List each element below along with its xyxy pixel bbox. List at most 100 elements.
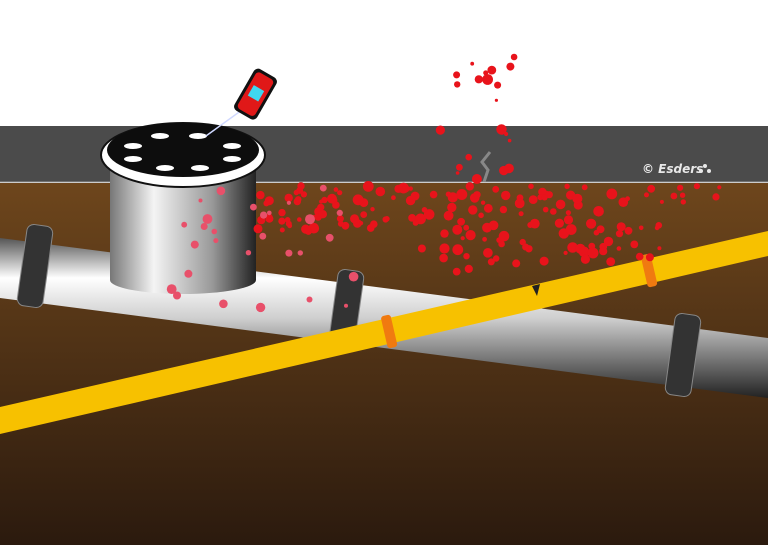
gas-bubble bbox=[487, 65, 497, 75]
gas-bubble bbox=[507, 138, 512, 143]
gas-bubble bbox=[616, 222, 626, 232]
gas-bubble bbox=[263, 200, 270, 207]
gas-bubble bbox=[541, 194, 548, 201]
gas-bubble bbox=[297, 217, 302, 222]
gas-bubble bbox=[166, 284, 177, 294]
gas-bubble bbox=[470, 61, 475, 66]
gas-bubble bbox=[297, 182, 305, 190]
gas-bubble bbox=[483, 203, 493, 213]
gas-detector-device bbox=[205, 68, 277, 137]
gas-bubble bbox=[305, 214, 315, 225]
gas-bubble bbox=[616, 246, 622, 251]
gas-bubble bbox=[659, 199, 664, 204]
gas-bubble bbox=[286, 200, 291, 205]
gas-bubble bbox=[293, 189, 299, 196]
gas-bubble bbox=[717, 185, 722, 190]
gas-bubble bbox=[606, 188, 618, 200]
gas-bubble bbox=[638, 225, 644, 231]
gas-bubble bbox=[417, 244, 426, 253]
gas-bubble bbox=[447, 202, 457, 213]
gas-bubble bbox=[452, 267, 461, 276]
gas-bubble bbox=[624, 226, 633, 235]
gas-bubble bbox=[677, 184, 684, 191]
gas-bubble bbox=[200, 223, 208, 230]
gas-bubble bbox=[318, 210, 327, 219]
gas-bubble bbox=[325, 233, 334, 242]
gas-bubble bbox=[408, 214, 416, 222]
gas-bubble bbox=[655, 222, 663, 229]
gas-bubble bbox=[336, 215, 344, 223]
gas-bubble bbox=[488, 220, 499, 231]
gas-bubble bbox=[184, 269, 193, 278]
gas-bubble bbox=[499, 205, 508, 214]
gas-bubble bbox=[494, 81, 502, 89]
gas-bubble bbox=[464, 264, 473, 273]
gas-bubble bbox=[421, 207, 428, 213]
gas-bubble bbox=[259, 232, 267, 240]
gas-bubble bbox=[468, 205, 478, 215]
gas-bubble bbox=[518, 211, 524, 217]
gas-bubble bbox=[680, 199, 686, 205]
gas-bubble bbox=[542, 206, 549, 213]
gas-bubble bbox=[487, 258, 495, 266]
gas-bubble bbox=[370, 207, 375, 212]
gas-bubble bbox=[202, 214, 213, 224]
gas-bubble bbox=[528, 183, 534, 190]
gas-bubble bbox=[510, 53, 518, 61]
gas-bubble bbox=[522, 243, 530, 251]
gas-bubble bbox=[333, 187, 339, 192]
gas-bubble bbox=[260, 211, 268, 219]
gas-bubbles bbox=[166, 53, 722, 313]
gas-bubble bbox=[581, 184, 588, 191]
gas-bubble bbox=[460, 236, 465, 241]
gas-pipe bbox=[0, 231, 768, 434]
gas-bubble bbox=[494, 98, 498, 102]
gas-bubble bbox=[284, 193, 293, 203]
gas-bubble bbox=[496, 124, 507, 135]
gas-bubble bbox=[439, 243, 450, 254]
gas-bubble bbox=[463, 224, 470, 231]
gas-bubble bbox=[499, 165, 509, 176]
gas-bubble bbox=[445, 191, 452, 197]
gas-bubble bbox=[514, 198, 525, 209]
gas-bubble bbox=[565, 210, 572, 216]
gas-bubble bbox=[615, 230, 624, 238]
gas-bubble bbox=[644, 192, 649, 198]
gas-bubble bbox=[440, 229, 449, 238]
gas-bubble bbox=[465, 182, 474, 191]
gas-bubble bbox=[482, 236, 487, 242]
gas-bubble bbox=[529, 218, 540, 229]
gas-bubble bbox=[635, 252, 644, 261]
gas-bubble bbox=[253, 224, 263, 234]
gas-bubble bbox=[327, 193, 337, 204]
gas-bubble bbox=[473, 191, 481, 199]
gas-bubble bbox=[567, 242, 578, 253]
gas-bubble bbox=[564, 183, 570, 189]
gas-bubble bbox=[455, 171, 460, 175]
gas-bubble bbox=[213, 238, 219, 244]
gas-bubble bbox=[265, 214, 274, 223]
gas-bubble bbox=[538, 187, 547, 197]
gas-bubble bbox=[474, 75, 483, 84]
gas-bubble bbox=[471, 174, 482, 184]
gas-bubble bbox=[459, 219, 465, 225]
gas-bubble bbox=[454, 81, 461, 88]
gas-bubble bbox=[587, 247, 599, 259]
gas-bubble bbox=[456, 163, 463, 171]
gas-bubble bbox=[550, 208, 557, 215]
gas-bubble bbox=[512, 259, 521, 268]
gas-bubble bbox=[537, 194, 544, 201]
gas-bubble bbox=[423, 209, 435, 220]
gas-bubble bbox=[492, 185, 500, 193]
gas-bubble bbox=[463, 253, 470, 260]
manhole-shaft bbox=[100, 122, 266, 294]
pipe-clamp bbox=[641, 253, 658, 288]
gas-bubble bbox=[670, 192, 678, 200]
gas-bubble bbox=[712, 193, 720, 201]
gas-bubble bbox=[362, 181, 374, 192]
gas-bubble bbox=[348, 271, 359, 282]
pipe-support bbox=[16, 223, 54, 309]
gas-bubble bbox=[563, 250, 568, 255]
gas-bubble bbox=[382, 216, 389, 223]
